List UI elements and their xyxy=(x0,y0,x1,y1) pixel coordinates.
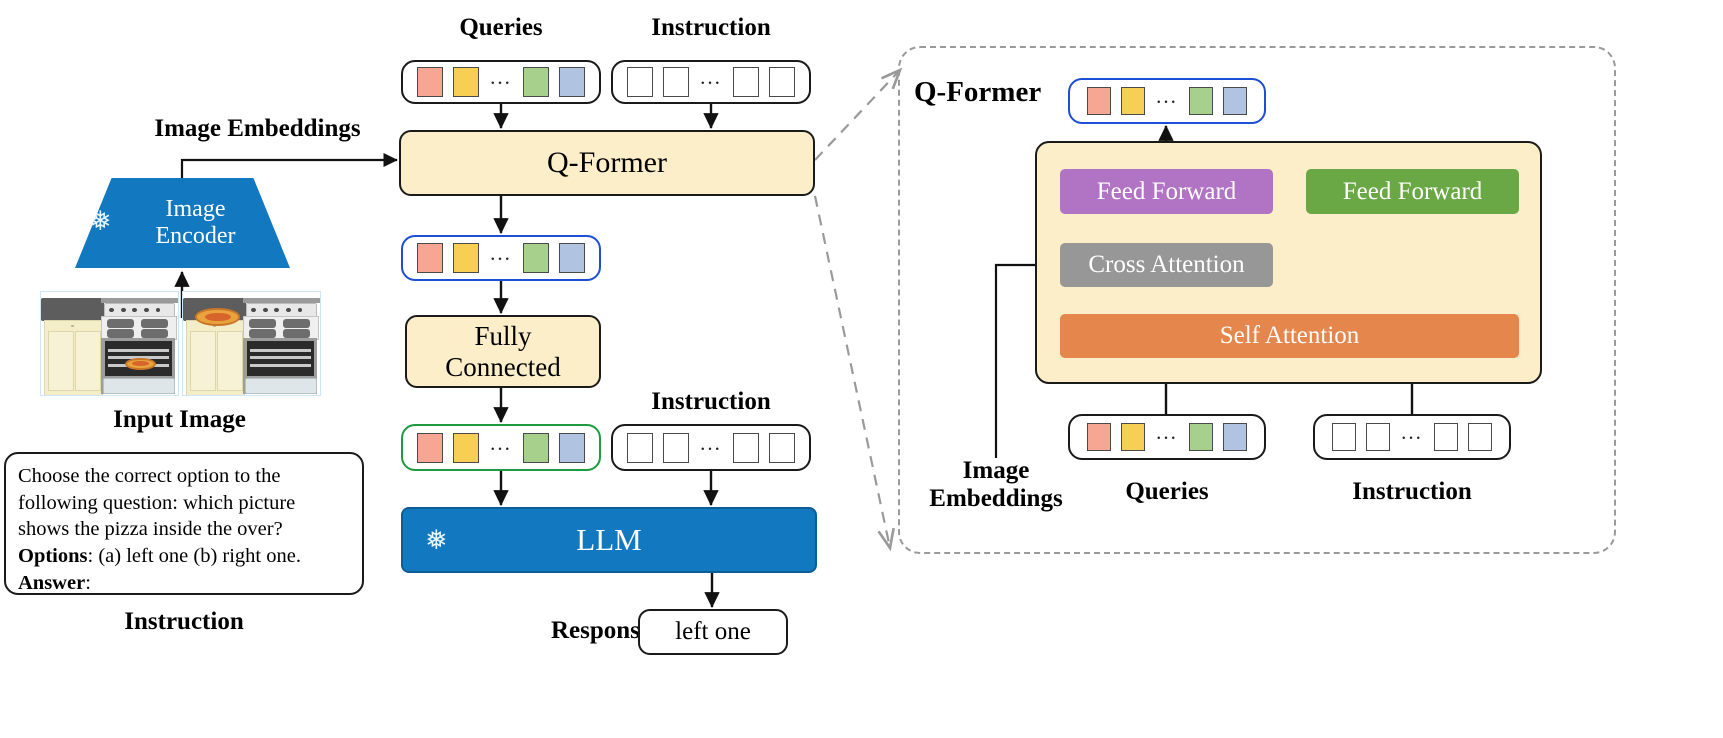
output-token-green xyxy=(522,243,549,273)
stove-illustration-b xyxy=(183,292,320,395)
llm-block[interactable]: ❅ LLM xyxy=(401,507,817,573)
image-encoder-block[interactable]: ❅ Image Encoder xyxy=(75,178,290,268)
token-ellipsis: ... xyxy=(700,65,722,89)
projected-token-blue xyxy=(558,432,585,463)
queries-caption-right: Queries xyxy=(1125,478,1209,505)
query-token-blue xyxy=(1222,423,1247,451)
response-output-box[interactable]: left one xyxy=(638,609,788,655)
q-former-panel-queries-tokens[interactable]: ... xyxy=(1068,414,1266,460)
projected-token-green xyxy=(522,432,549,463)
instruction-token-4 xyxy=(768,67,795,97)
instruction-line-1: Choose the correct option to the xyxy=(18,465,281,487)
instruction-line-2: following question: which picture xyxy=(18,491,296,514)
instruction-token-2 xyxy=(663,67,690,97)
response-caption: Response xyxy=(550,617,651,644)
feed-forward-left-block[interactable]: Feed Forward xyxy=(1060,169,1273,214)
cross-attention-block[interactable]: Cross Attention xyxy=(1060,243,1273,287)
image-embeddings-caption-right: Image Embeddings xyxy=(929,457,1063,512)
instruction-token-strip-mid[interactable]: ... xyxy=(611,424,811,471)
queries-token-strip-top[interactable]: ... xyxy=(401,60,601,104)
image-embeddings-caption: Image Embeddings xyxy=(154,115,361,142)
query-token-green xyxy=(522,67,549,97)
self-attention-block[interactable]: Self Attention xyxy=(1060,314,1519,358)
instruction-prompt-box[interactable]: Choose the correct option to the followi… xyxy=(4,452,364,595)
token-ellipsis: ... xyxy=(490,241,512,265)
q-former-panel-instruction-tokens[interactable]: ... xyxy=(1313,414,1511,460)
instruction-token-2 xyxy=(663,432,690,463)
queries-caption-top: Queries xyxy=(459,14,543,41)
instruction-token-2 xyxy=(1366,423,1391,451)
instruction-caption-right: Instruction xyxy=(1352,478,1472,505)
input-image-right[interactable] xyxy=(182,291,321,396)
query-token-yellow xyxy=(1121,423,1146,451)
output-token-blue xyxy=(1222,87,1247,115)
instruction-line-3: shows the pizza inside the over? xyxy=(18,518,283,541)
instruction-caption-mid: Instruction xyxy=(651,388,771,415)
instruction-token-3 xyxy=(732,67,759,97)
output-token-blue xyxy=(558,243,585,273)
instruction-token-1 xyxy=(1332,423,1357,451)
llm-label: LLM xyxy=(576,522,642,557)
instruction-token-1 xyxy=(627,432,654,463)
projected-token-yellow xyxy=(453,432,480,463)
projected-token-red xyxy=(417,432,444,463)
feed-forward-right-block[interactable]: Feed Forward xyxy=(1306,169,1519,214)
instruction-token-4 xyxy=(1467,423,1492,451)
q-former-block[interactable]: Q-Former xyxy=(399,130,815,196)
instruction-caption-left: Instruction xyxy=(124,608,244,635)
instruction-options-line: Options: (a) left one (b) right one. xyxy=(18,543,350,570)
query-token-green xyxy=(1188,423,1213,451)
image-encoder-label: Image Encoder xyxy=(155,196,236,249)
q-former-panel-output-tokens[interactable]: ... xyxy=(1068,78,1266,124)
projected-token-strip[interactable]: ... xyxy=(401,424,601,471)
q-former-panel-title: Q-Former xyxy=(914,76,1042,108)
fully-connected-block[interactable]: Fully Connected xyxy=(405,315,601,388)
query-token-blue xyxy=(558,67,585,97)
answer-rest: : xyxy=(85,571,91,594)
query-token-yellow xyxy=(453,67,480,97)
output-token-green xyxy=(1188,87,1213,115)
token-ellipsis: ... xyxy=(490,430,512,455)
instruction-token-4 xyxy=(768,432,795,463)
query-token-red xyxy=(1087,423,1112,451)
q-former-detail-panel xyxy=(898,46,1616,554)
options-rest: : (a) left one (b) right one. xyxy=(87,544,301,567)
output-token-yellow xyxy=(1121,87,1146,115)
token-ellipsis: ... xyxy=(700,430,722,455)
instruction-token-3 xyxy=(732,432,759,463)
q-former-output-token-strip[interactable]: ... xyxy=(401,235,601,281)
instruction-answer-line: Answer: xyxy=(18,570,350,597)
output-token-yellow xyxy=(453,243,480,273)
instruction-token-3 xyxy=(1433,423,1458,451)
token-ellipsis: ... xyxy=(490,65,512,89)
fully-connected-label: Fully Connected xyxy=(445,321,561,382)
snowflake-icon: ❅ xyxy=(89,206,112,236)
instruction-token-1 xyxy=(627,67,654,97)
options-label: Options xyxy=(18,544,88,567)
query-token-red xyxy=(417,67,444,97)
token-ellipsis: ... xyxy=(1156,84,1178,108)
token-ellipsis: ... xyxy=(1401,420,1423,444)
stove-illustration-a xyxy=(41,292,178,395)
pizza-icon-inside-oven xyxy=(124,357,156,370)
pizza-icon-on-counter xyxy=(195,308,241,326)
instruction-token-strip-top[interactable]: ... xyxy=(611,60,811,104)
answer-label: Answer xyxy=(18,571,86,594)
snowflake-icon: ❅ xyxy=(425,525,448,555)
input-image-left[interactable] xyxy=(40,291,179,396)
token-ellipsis: ... xyxy=(1156,420,1178,444)
output-token-red xyxy=(1087,87,1112,115)
output-token-red xyxy=(417,243,444,273)
input-image-caption: Input Image xyxy=(113,406,246,433)
instruction-caption-top: Instruction xyxy=(651,14,771,41)
